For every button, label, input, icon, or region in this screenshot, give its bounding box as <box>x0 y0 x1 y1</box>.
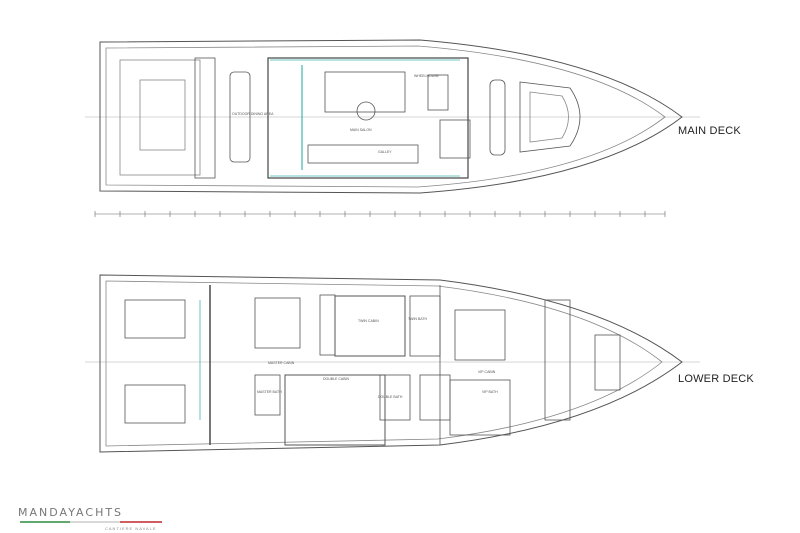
room-label: VIP CABIN <box>478 370 496 374</box>
room-label: MASTER CABIN <box>268 361 295 365</box>
lower-deck-label: LOWER DECK <box>678 373 754 385</box>
room-label: TWIN BATH <box>408 317 427 321</box>
room-label: TWIN CABIN <box>358 319 379 323</box>
logo: MANDAYACHTS <box>18 506 124 519</box>
room-label: GALLEY <box>378 150 392 154</box>
lower-deck-plan <box>85 274 700 453</box>
room-label: VIP BATH <box>482 390 498 394</box>
room-label: DOUBLE CABIN <box>323 377 350 381</box>
room-label: MAIN SALON <box>350 128 372 132</box>
main-deck-label: MAIN DECK <box>678 125 741 137</box>
room-label: DOUBLE BATH <box>378 395 403 399</box>
room-label: WHEELHOUSE <box>414 74 440 78</box>
main-deck-plan <box>85 39 700 194</box>
room-label: MASTER BATH <box>257 390 282 394</box>
logo-subtitle: CANTIERE NAVALE <box>105 526 157 531</box>
room-label: OUTDOOR DINING AREA <box>232 112 274 116</box>
scale-bar <box>94 211 666 217</box>
